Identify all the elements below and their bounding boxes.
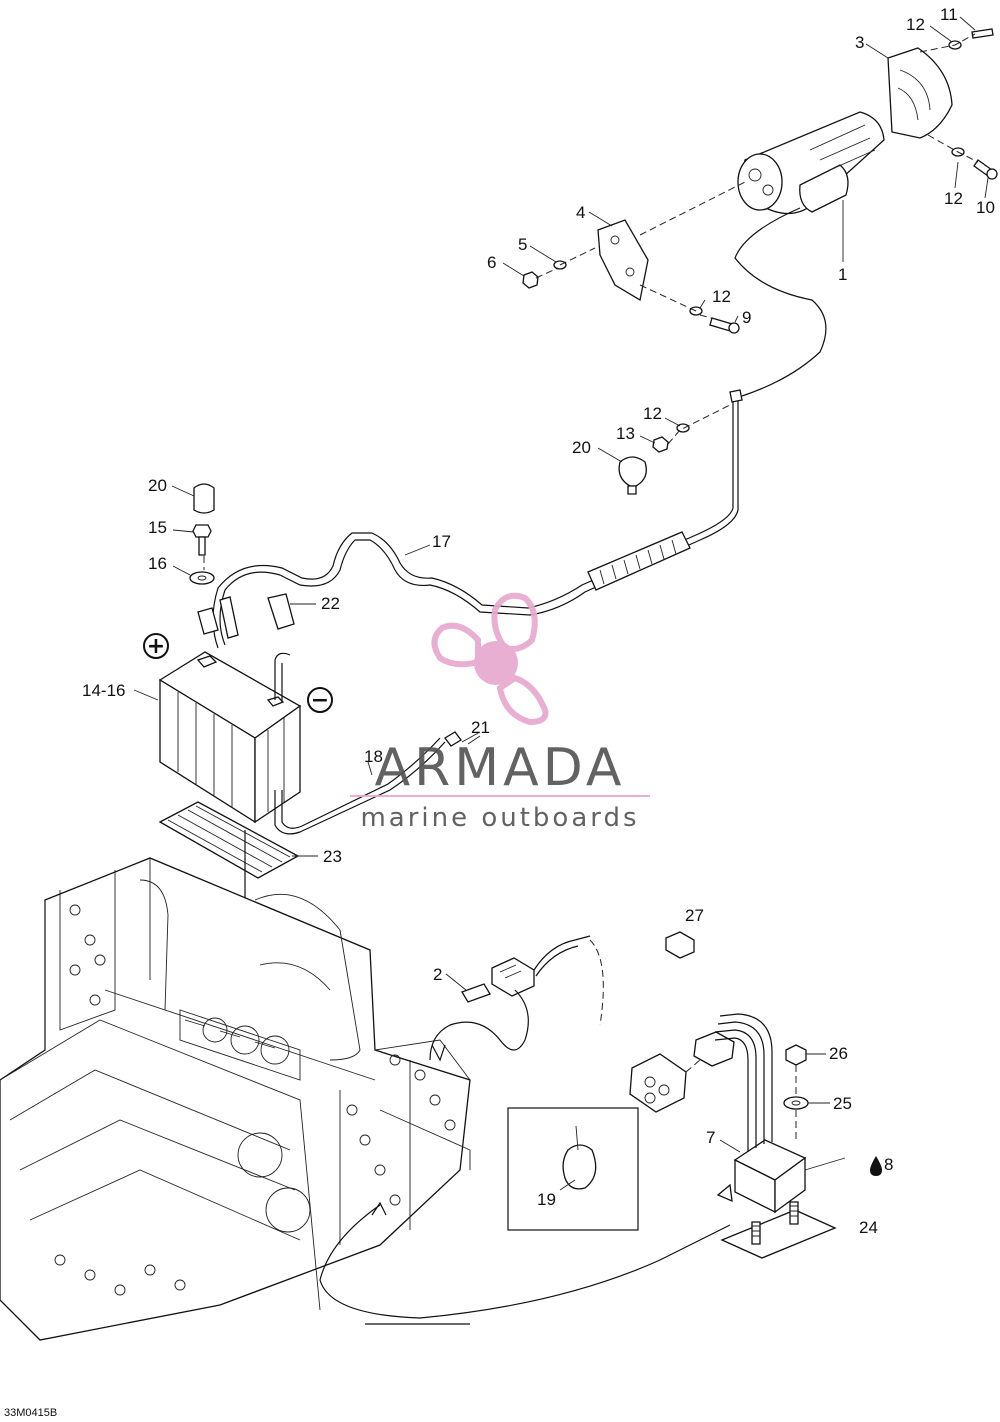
label-12-mid: 12 [712,287,731,306]
label-4: 4 [576,203,585,222]
label-25: 25 [833,1094,852,1113]
nut-6 [522,271,539,289]
label-5: 5 [518,235,527,254]
bolt-10 [973,159,998,180]
label-12-cable: 12 [643,404,662,423]
watermark-title: ARMADA [375,738,626,798]
label-6: 6 [487,253,496,272]
nut-13 [652,436,669,453]
starter-cable-17 [197,207,827,649]
label-9: 9 [742,308,751,327]
harness-connector [629,1053,687,1113]
protective-cap-20-battery [193,483,215,514]
label-16: 16 [148,554,167,573]
label-23: 23 [323,847,342,866]
starter-support-bracket [597,219,649,302]
fuse-holder [491,957,535,997]
connector-mate [693,1031,735,1067]
watermark-rule [350,795,650,797]
leader-lines [133,16,989,1191]
label-17: 17 [432,532,451,551]
label-7: 7 [706,1128,715,1147]
watermark: ARMADA marine outboards [350,592,650,833]
screw-11 [971,28,994,39]
label-18: 18 [364,747,383,766]
battery [158,651,302,824]
label-19: 19 [537,1190,556,1209]
label-13: 13 [616,424,635,443]
cable-clamp-19 [562,1125,597,1190]
label-21: 21 [471,718,490,737]
starter-mount-bracket [887,47,953,139]
protective-cap-20-starter [618,456,647,495]
cable-clip-22 [219,593,295,639]
label-26: 26 [829,1044,848,1063]
positive-terminal-symbol: + [143,633,169,659]
label-11: 11 [940,5,958,24]
plus-symbol: + [147,634,165,659]
label-12-bottom: 12 [944,189,963,208]
bolt-21 [444,731,481,747]
bolt-15 [192,524,212,556]
label-8: 8 [884,1155,893,1174]
label-10: 10 [976,198,995,217]
watermark-subtitle: marine outboards [360,803,639,833]
label-2: 2 [433,965,442,984]
label-22: 22 [321,594,340,613]
nut-26 [785,1044,807,1066]
label-15: 15 [148,518,167,537]
label-12-top: 12 [906,15,925,34]
vehicle-frame [0,857,471,1341]
minus-symbol: − [311,688,329,713]
label-14-16: 14-16 [82,681,125,700]
negative-cable-18 [274,652,446,835]
stud-plate-24 [720,1201,837,1259]
detail-box-19 [507,1107,639,1231]
voltage-regulator-7 [714,1013,807,1214]
drawing-code: 33M0415B [4,1407,57,1419]
label-24: 24 [859,1218,878,1237]
bolt-9 [709,317,740,334]
label-20-battery: 20 [148,476,167,495]
relay-27 [665,931,695,959]
washer-16 [189,571,215,585]
negative-terminal-symbol: − [307,687,333,713]
fuse-2 [461,983,491,1003]
starter-motor [737,111,885,215]
label-3: 3 [855,33,864,52]
grease-drop-icon [870,1156,882,1176]
battery-pad-23 [158,801,300,879]
washer-25 [783,1096,809,1110]
part-labels: 1 2 3 4 5 6 7 8 9 10 11 12 12 12 12 13 1… [82,5,995,1237]
label-20-starter: 20 [572,438,591,457]
propeller-logo-icon [431,592,549,726]
label-27: 27 [685,906,704,925]
label-1: 1 [838,265,847,284]
